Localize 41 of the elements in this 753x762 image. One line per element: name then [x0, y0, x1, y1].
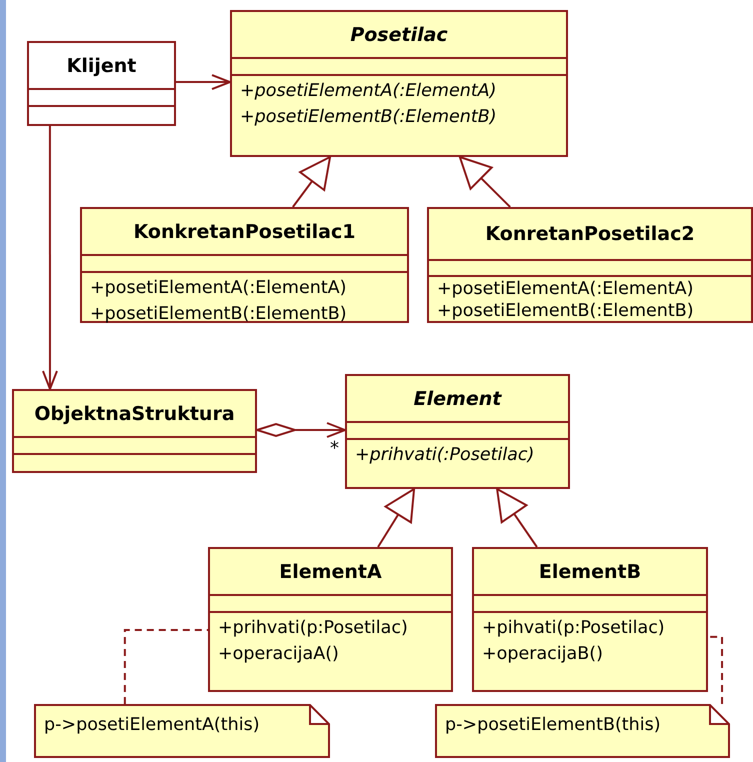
class-name: Element	[414, 388, 502, 410]
note-box	[34, 704, 330, 758]
operation-text: +pihvati(p:Posetilac)	[482, 617, 665, 640]
note-text: p->posetiElementB(this)	[445, 715, 661, 735]
class-name: ObjektnaStruktura	[34, 402, 235, 424]
operation-text: +posetiElementB(:ElementB)	[240, 106, 497, 129]
operation-text: +posetiElementA(:ElementA)	[90, 277, 346, 300]
inheritance-arrow	[377, 488, 416, 548]
class-box	[27, 41, 176, 126]
class-name: ElementB	[538, 560, 642, 582]
note-connector	[708, 636, 724, 704]
inheritance-arrow	[292, 156, 332, 208]
class-name: KonretanPosetilac2	[485, 223, 695, 245]
association-arrow	[256, 422, 346, 438]
operation-text: +prihvati(:Posetilac)	[355, 444, 534, 467]
class-name: Posetilac	[350, 24, 448, 46]
class-name: Klijent	[66, 54, 136, 76]
note-box	[435, 704, 730, 758]
operation-text: +operacijaB()	[482, 643, 603, 666]
note-text: p->posetiElementA(this)	[44, 715, 260, 735]
class-box	[12, 389, 257, 473]
operation-text: +posetiElementB(:ElementB)	[437, 300, 694, 322]
class-box	[208, 547, 453, 692]
class-name: KonkretanPosetilac1	[134, 220, 356, 242]
class-box	[80, 207, 409, 323]
operation-text: +posetiElementB(:ElementB)	[90, 303, 347, 326]
class-name: ElementA	[279, 560, 382, 582]
class-box	[230, 10, 568, 157]
class-box	[345, 374, 570, 489]
operation-text: +prihvati(p:Posetilac)	[218, 617, 408, 640]
class-box	[472, 547, 708, 692]
note-connector	[124, 628, 208, 704]
association-arrow	[176, 74, 231, 90]
multiplicity-label: *	[330, 438, 339, 459]
class-box	[427, 207, 753, 323]
operation-text: +posetiElementA(:ElementA)	[437, 278, 694, 300]
association-arrow	[42, 126, 58, 390]
inheritance-arrow	[496, 488, 538, 548]
operation-text: +posetiElementA(:ElementA)	[240, 80, 496, 103]
operation-text: +operacijaA()	[218, 643, 339, 666]
inheritance-arrow	[458, 156, 511, 208]
